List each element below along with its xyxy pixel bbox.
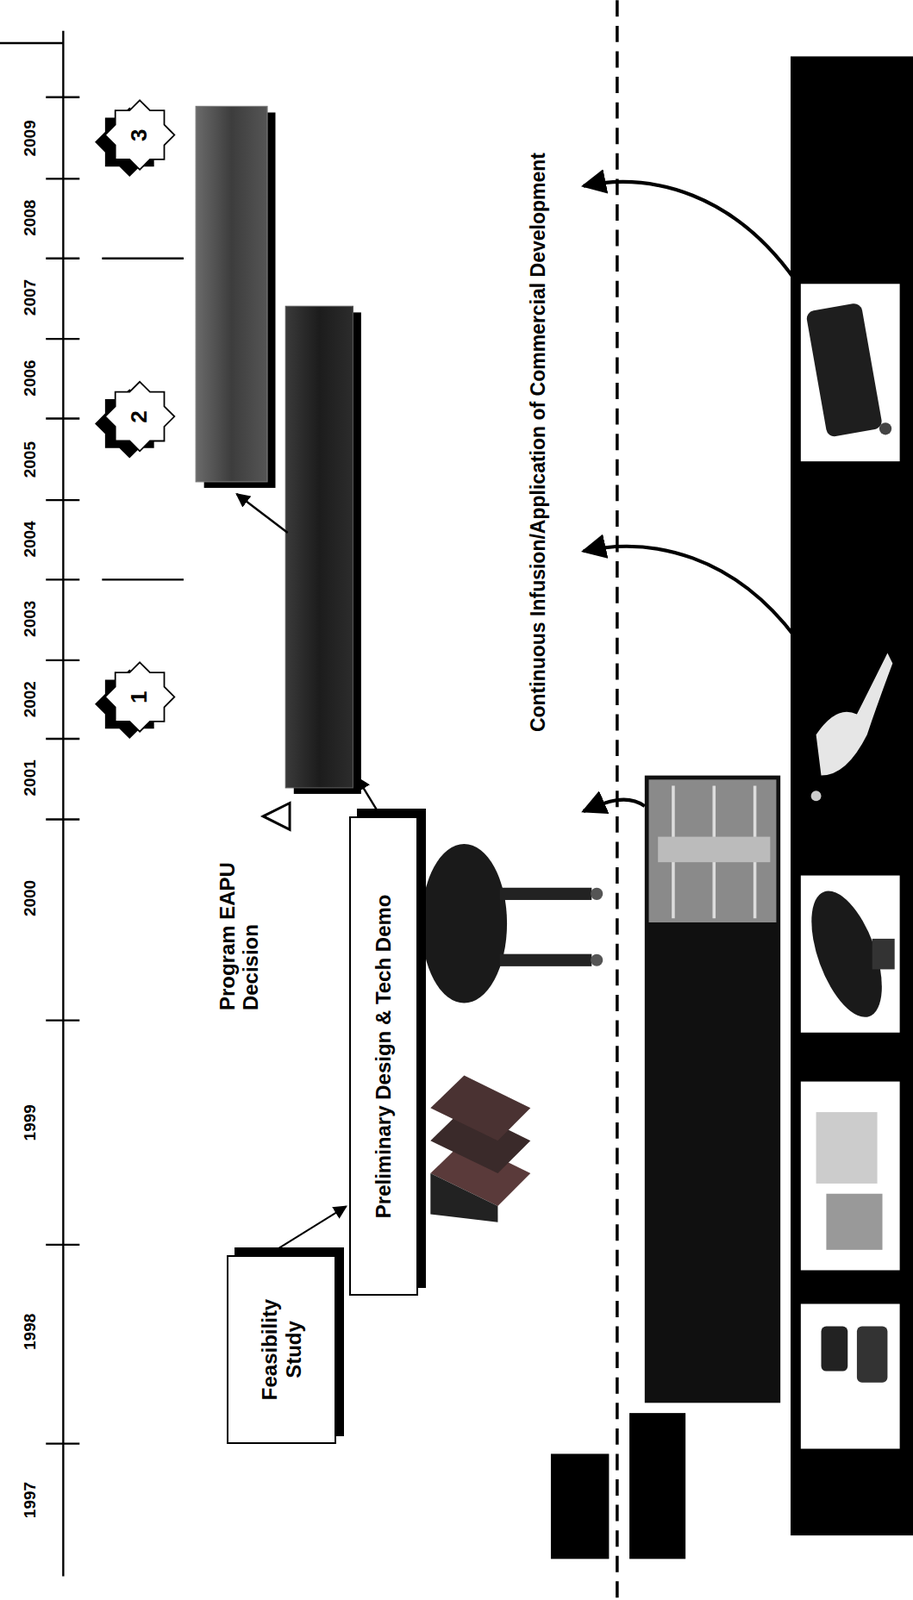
year-label: 2006 xyxy=(21,359,41,396)
year-label: 2003 xyxy=(21,600,41,638)
banner-text: Continuous Infusion/Application of Comme… xyxy=(525,152,549,732)
phase-bar xyxy=(195,106,362,795)
year-label: 2008 xyxy=(21,200,41,237)
milestone-star xyxy=(94,100,175,739)
phase-box: Preliminary Design & Tech Demo xyxy=(349,816,419,1296)
infusion-arrow xyxy=(583,181,796,812)
commercial-panel xyxy=(790,56,913,1536)
year-label: 2000 xyxy=(21,880,41,917)
station-photo xyxy=(644,775,781,1404)
phase-arrow xyxy=(237,494,381,815)
year-label: 2007 xyxy=(21,279,41,316)
year-label: 2001 xyxy=(21,759,41,796)
decision-triangle xyxy=(262,803,290,831)
box-label: Preliminary Design & Tech Demo xyxy=(371,894,396,1220)
photo-block xyxy=(629,1413,686,1559)
box-label: Feasibility Study xyxy=(257,1274,306,1426)
year-label: 1999 xyxy=(21,1104,41,1141)
hardware-stack xyxy=(430,1075,531,1222)
time-axis xyxy=(0,31,80,1577)
study-box: Feasibility Study xyxy=(226,1255,338,1445)
year-label: 2009 xyxy=(21,119,41,157)
callout-number: 1 xyxy=(126,691,153,704)
decision-label: Program EAPU Decision xyxy=(215,833,263,1011)
year-label: 2005 xyxy=(21,441,41,478)
year-label: 1998 xyxy=(21,1313,41,1351)
rover-figure xyxy=(421,844,604,1004)
year-label: 2004 xyxy=(21,520,41,557)
callout-number: 2 xyxy=(126,410,153,423)
year-label: 2002 xyxy=(21,681,41,718)
year-label: 1997 xyxy=(21,1482,41,1519)
phase-separator xyxy=(101,258,184,581)
callout-number: 3 xyxy=(126,129,153,142)
photo-block xyxy=(550,1453,609,1559)
flow-arrow xyxy=(270,1206,347,1253)
